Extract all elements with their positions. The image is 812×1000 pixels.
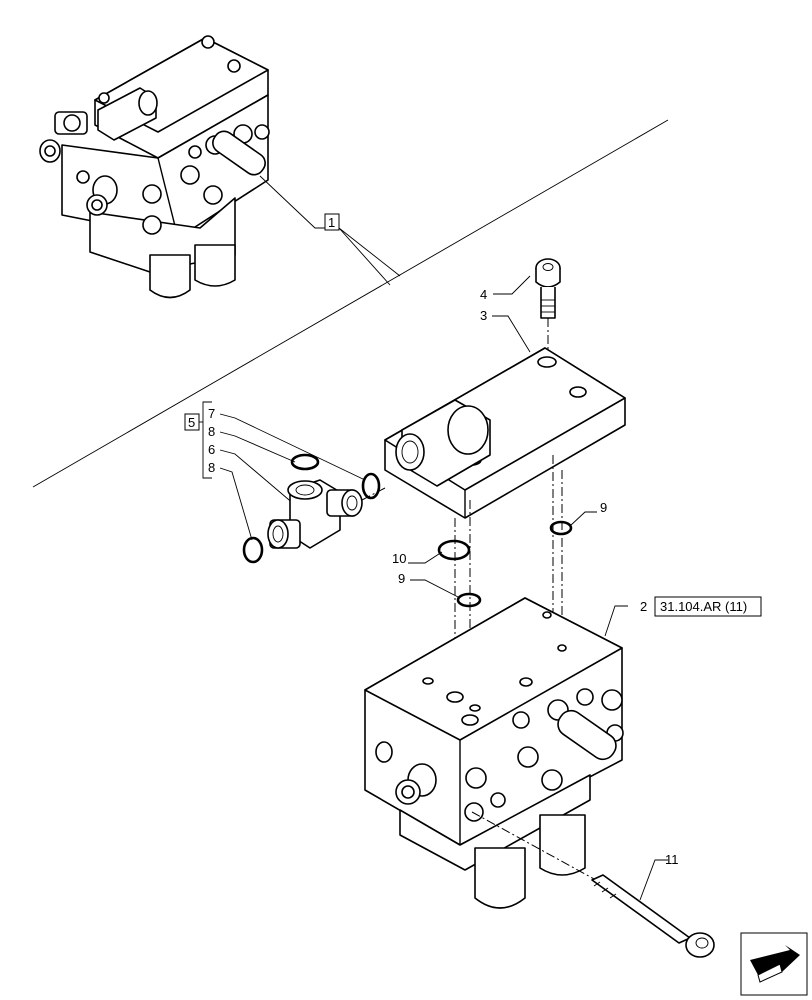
callout-9-left-label: 9 <box>398 571 405 586</box>
cover-plate-item-3 <box>384 347 626 519</box>
callout-1-box[interactable] <box>324 213 340 231</box>
callout-8-bottom-label: 8 <box>208 460 215 475</box>
callout-7-label: 7 <box>208 406 215 421</box>
callout-2-reference[interactable]: 31.104.AR (11) <box>660 599 747 614</box>
callout-5-label: 5 <box>188 415 195 430</box>
callout-4-label: 4 <box>480 287 487 302</box>
fitting-oring-right <box>361 472 381 500</box>
next-page-arrow-icon[interactable] <box>740 932 808 996</box>
tee-fitting-item-6 <box>267 479 363 549</box>
oring-item-9-right <box>549 520 573 536</box>
oring-item-10 <box>437 539 471 561</box>
callout-11-label: 11 <box>665 852 679 867</box>
valve-block-item-2 <box>364 597 624 909</box>
callout-10-label: 10 <box>392 551 406 566</box>
callout-1-label: 1 <box>328 215 335 230</box>
callout-2-reference-box[interactable] <box>654 596 762 617</box>
fitting-oring-left <box>242 536 264 564</box>
callout-9-right-label: 9 <box>600 500 607 515</box>
oring-item-9-left <box>456 592 482 608</box>
callout-8-top-label: 8 <box>208 424 215 439</box>
callout-3-label: 3 <box>480 308 487 323</box>
cap-screw-item-11 <box>591 874 715 958</box>
callout-6-label: 6 <box>208 442 215 457</box>
callout-2-label: 2 <box>640 599 647 614</box>
valve-assembly-overview <box>39 35 270 299</box>
fitting-oring-top <box>290 453 320 471</box>
cap-screw-item-4 <box>535 258 561 319</box>
separator-line <box>32 119 669 488</box>
